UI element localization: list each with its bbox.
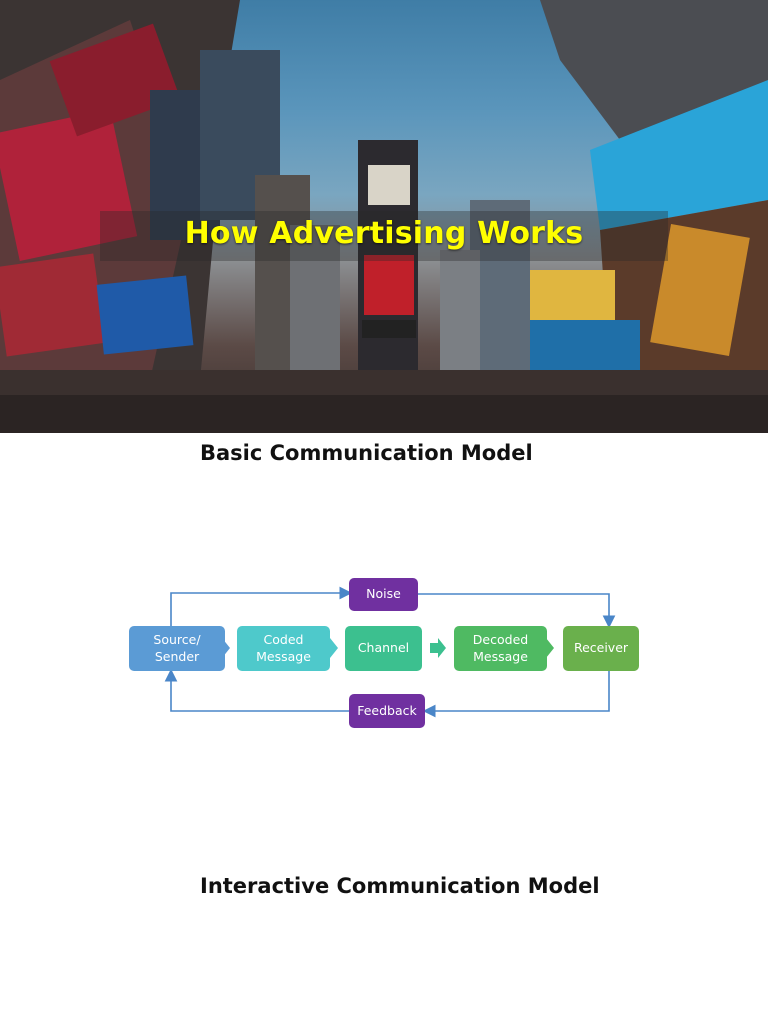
noise-box: Noise [349, 578, 418, 611]
coded-message-box: Coded Message [237, 626, 330, 671]
basic-model-heading: Basic Communication Model [200, 441, 533, 465]
feedback-box: Feedback [349, 694, 425, 728]
connector-receiver-feedback [422, 671, 610, 718]
times-square-photo [0, 0, 768, 433]
channel-box: Channel [345, 626, 422, 671]
interactive-model-heading: Interactive Communication Model [200, 874, 600, 898]
connector-source-noise [170, 586, 353, 626]
arrow-channel-decoded [430, 638, 446, 658]
connector-feedback-source [164, 668, 349, 712]
source-sender-box: Source/ Sender [129, 626, 225, 671]
hero-title: How Advertising Works [184, 216, 584, 251]
receiver-box: Receiver [563, 626, 639, 671]
connector-noise-receiver [418, 593, 616, 629]
hero-photo: How Advertising Works [0, 0, 768, 433]
decoded-message-box: Decoded Message [454, 626, 547, 671]
communication-model-diagram: Noise Source/ Sender Coded Message Chann… [120, 570, 650, 740]
